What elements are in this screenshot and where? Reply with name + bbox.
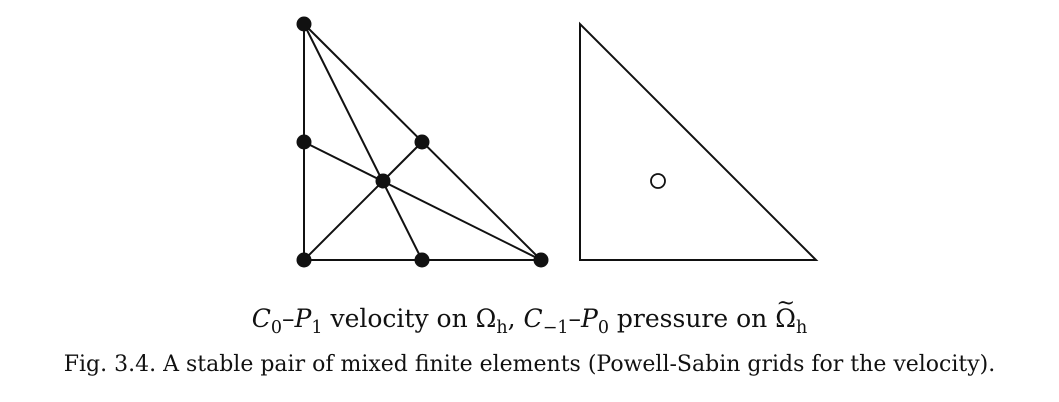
velocity-node-bottom-right bbox=[533, 252, 549, 268]
segment-centroid-to-bottom-left bbox=[303, 180, 384, 261]
c0-symbol: C bbox=[251, 304, 271, 333]
p0-symbol: P bbox=[581, 304, 598, 333]
pressure-node-center bbox=[650, 173, 666, 189]
comma-separator: , bbox=[507, 304, 524, 333]
pressure-text: pressure on bbox=[608, 304, 776, 333]
p0-subscript: 0 bbox=[597, 318, 609, 339]
segment-centroid-to-hyp-mid bbox=[382, 141, 423, 182]
dash-1: – bbox=[282, 304, 295, 333]
dash-2: – bbox=[568, 304, 582, 333]
omega-h-symbol: Ω bbox=[475, 304, 497, 333]
median-leftmid-to-bottom-right bbox=[303, 141, 542, 261]
c-neg1-subscript: −1 bbox=[542, 318, 569, 339]
figure-label: Fig. 3.4. bbox=[63, 352, 157, 377]
figure-caption: Fig. 3.4. A stable pair of mixed finite … bbox=[0, 352, 1059, 377]
velocity-node-left-mid bbox=[296, 134, 312, 150]
velocity-node-bottom-mid bbox=[414, 252, 430, 268]
p1-symbol: P bbox=[294, 304, 312, 333]
velocity-text: velocity on bbox=[322, 304, 476, 333]
p1-subscript: 1 bbox=[311, 318, 323, 339]
figure-caption-text: A stable pair of mixed finite elements (… bbox=[156, 352, 996, 377]
c0-subscript: 0 bbox=[270, 318, 283, 339]
tilde-mark: ~ bbox=[776, 290, 796, 317]
omega-tilde-symbol: ~Ω bbox=[775, 290, 796, 333]
subcaption: C0–P1 velocity on Ωh, C−1–P0 pressure on… bbox=[0, 290, 1059, 339]
velocity-node-hyp-mid bbox=[414, 134, 430, 150]
c-neg1-symbol: C bbox=[523, 304, 543, 333]
median-top-to-bottom-mid bbox=[303, 23, 423, 261]
omega-tilde-letter: Ω bbox=[775, 304, 796, 333]
left-element bbox=[296, 16, 549, 268]
omega-tilde-subscript: h bbox=[795, 318, 808, 339]
velocity-node-top-vertex bbox=[296, 16, 312, 32]
velocity-node-bottom-left bbox=[296, 252, 312, 268]
omega-h-subscript: h bbox=[496, 318, 508, 339]
right-element bbox=[579, 21, 819, 261]
right-triangle bbox=[579, 21, 819, 261]
velocity-node-centroid bbox=[375, 173, 391, 189]
